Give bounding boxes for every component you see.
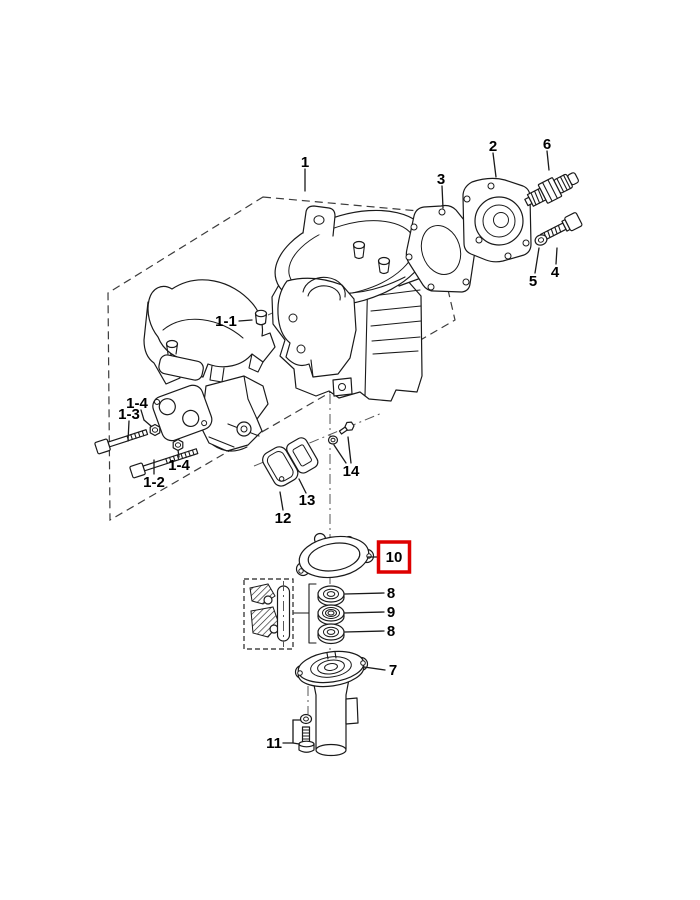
callout-leader-line (546, 150, 550, 171)
part-washer-bolt-14-drawing (327, 421, 355, 445)
callout-text-9: 9 (387, 604, 395, 621)
callout-text-1: 1 (301, 154, 309, 171)
callout-leader-line (343, 611, 385, 614)
callout-leader-line (441, 185, 444, 209)
callout-leader-line (238, 319, 253, 322)
callout-text-11: 11 (266, 735, 282, 752)
part-head-gasket-drawing (405, 204, 477, 293)
part-fan-cover-drawing (143, 279, 276, 385)
part-seal-housing-drawing (294, 650, 369, 757)
callout-1-4[interactable]: 1-4 (126, 395, 152, 427)
callout-13[interactable]: 13 (298, 478, 316, 509)
part-gasket-10-drawing (295, 532, 375, 579)
callout-1[interactable]: 1 (301, 154, 309, 192)
callout-leader-line (279, 491, 284, 511)
part-oil-seal-lower-drawing (317, 623, 345, 645)
callout-text-1-4: 1-4 (126, 395, 148, 412)
callout-leader-line (363, 666, 386, 671)
callout-11[interactable]: 11 (266, 719, 301, 752)
callout-leader-line (534, 247, 540, 274)
callout-text-8: 8 (387, 585, 395, 602)
callout-text-1-3: 1-3 (118, 406, 140, 423)
callout-leader-line (344, 592, 385, 595)
callout-leader-line (140, 409, 145, 421)
crank-detail-box (243, 578, 294, 650)
callout-text-6: 6 (543, 136, 551, 153)
part-nut-1-4-lower-drawing (172, 438, 184, 452)
selected-part-highlight-box (376, 540, 412, 574)
part-oil-seal-upper-drawing (317, 585, 345, 607)
part-washer-bolt-11-drawing (298, 713, 315, 753)
callout-1-3[interactable]: 1-3 (118, 406, 140, 442)
callout-text-12: 12 (275, 510, 292, 527)
callout-text-3: 3 (437, 171, 445, 188)
callout-leader-line (555, 247, 558, 265)
callout-text-10: 10 (386, 549, 403, 566)
callout-leader-line (492, 152, 497, 178)
callout-text-1-2: 1-2 (143, 474, 165, 491)
callout-8b[interactable]: 8 (344, 623, 395, 640)
callout-1-1[interactable]: 1-1 (215, 313, 253, 330)
part-spark-plug-drawing (524, 172, 579, 207)
callout-leader-line (177, 449, 180, 458)
callout-leader-line (333, 444, 347, 464)
part-bearing-9-drawing (317, 604, 345, 626)
callout-text-5: 5 (529, 273, 537, 290)
part-bolt-1-3-drawing (94, 429, 149, 455)
callout-text-1-1: 1-1 (215, 313, 237, 330)
callout-14[interactable]: 14 (333, 436, 360, 480)
part-washer-5-drawing (534, 234, 548, 246)
part-carburetor-drawing (152, 375, 269, 452)
callout-leader-line (347, 436, 352, 464)
callout-6[interactable]: 6 (543, 136, 551, 171)
seal-group-bracket (293, 583, 317, 644)
callout-5[interactable]: 5 (529, 247, 540, 290)
callout-2[interactable]: 2 (489, 138, 497, 178)
part-bolt-4-drawing (539, 212, 583, 242)
callout-leader-line (127, 420, 130, 442)
callout-12[interactable]: 12 (275, 491, 292, 527)
callout-7[interactable]: 7 (363, 662, 397, 679)
part-reed-valve-drawing (262, 446, 299, 487)
callout-3[interactable]: 3 (437, 171, 445, 209)
callout-leader-line (344, 630, 385, 633)
callout-9[interactable]: 9 (343, 604, 395, 621)
part-bolt-1-2-drawing (129, 448, 199, 479)
part-head-cover-drawing (462, 177, 532, 263)
callout-text-8b: 8 (387, 623, 395, 640)
callout-leader-line (143, 419, 152, 427)
part-crankcase-assembly-drawing (271, 205, 430, 402)
callout-text-7: 7 (389, 662, 397, 679)
callout-text-14: 14 (343, 463, 360, 480)
callout-1-4b[interactable]: 1-4 (168, 449, 190, 474)
part-nut-1-4-upper-drawing (149, 423, 161, 437)
callout-text-1-4b: 1-4 (168, 457, 190, 474)
callout-4[interactable]: 4 (551, 247, 560, 281)
part-plug-1-1-drawing (254, 309, 268, 326)
callout-text-13: 13 (299, 492, 316, 509)
part-reed-stopper-drawing (286, 437, 319, 474)
callout-8[interactable]: 8 (344, 585, 395, 602)
callout-leader-line (292, 742, 300, 745)
callout-10[interactable]: 10 (367, 540, 412, 574)
callout-text-2: 2 (489, 138, 497, 155)
callout-1-2[interactable]: 1-2 (143, 459, 165, 491)
callout-leader-line (298, 478, 307, 494)
callout-text-4: 4 (551, 264, 560, 281)
